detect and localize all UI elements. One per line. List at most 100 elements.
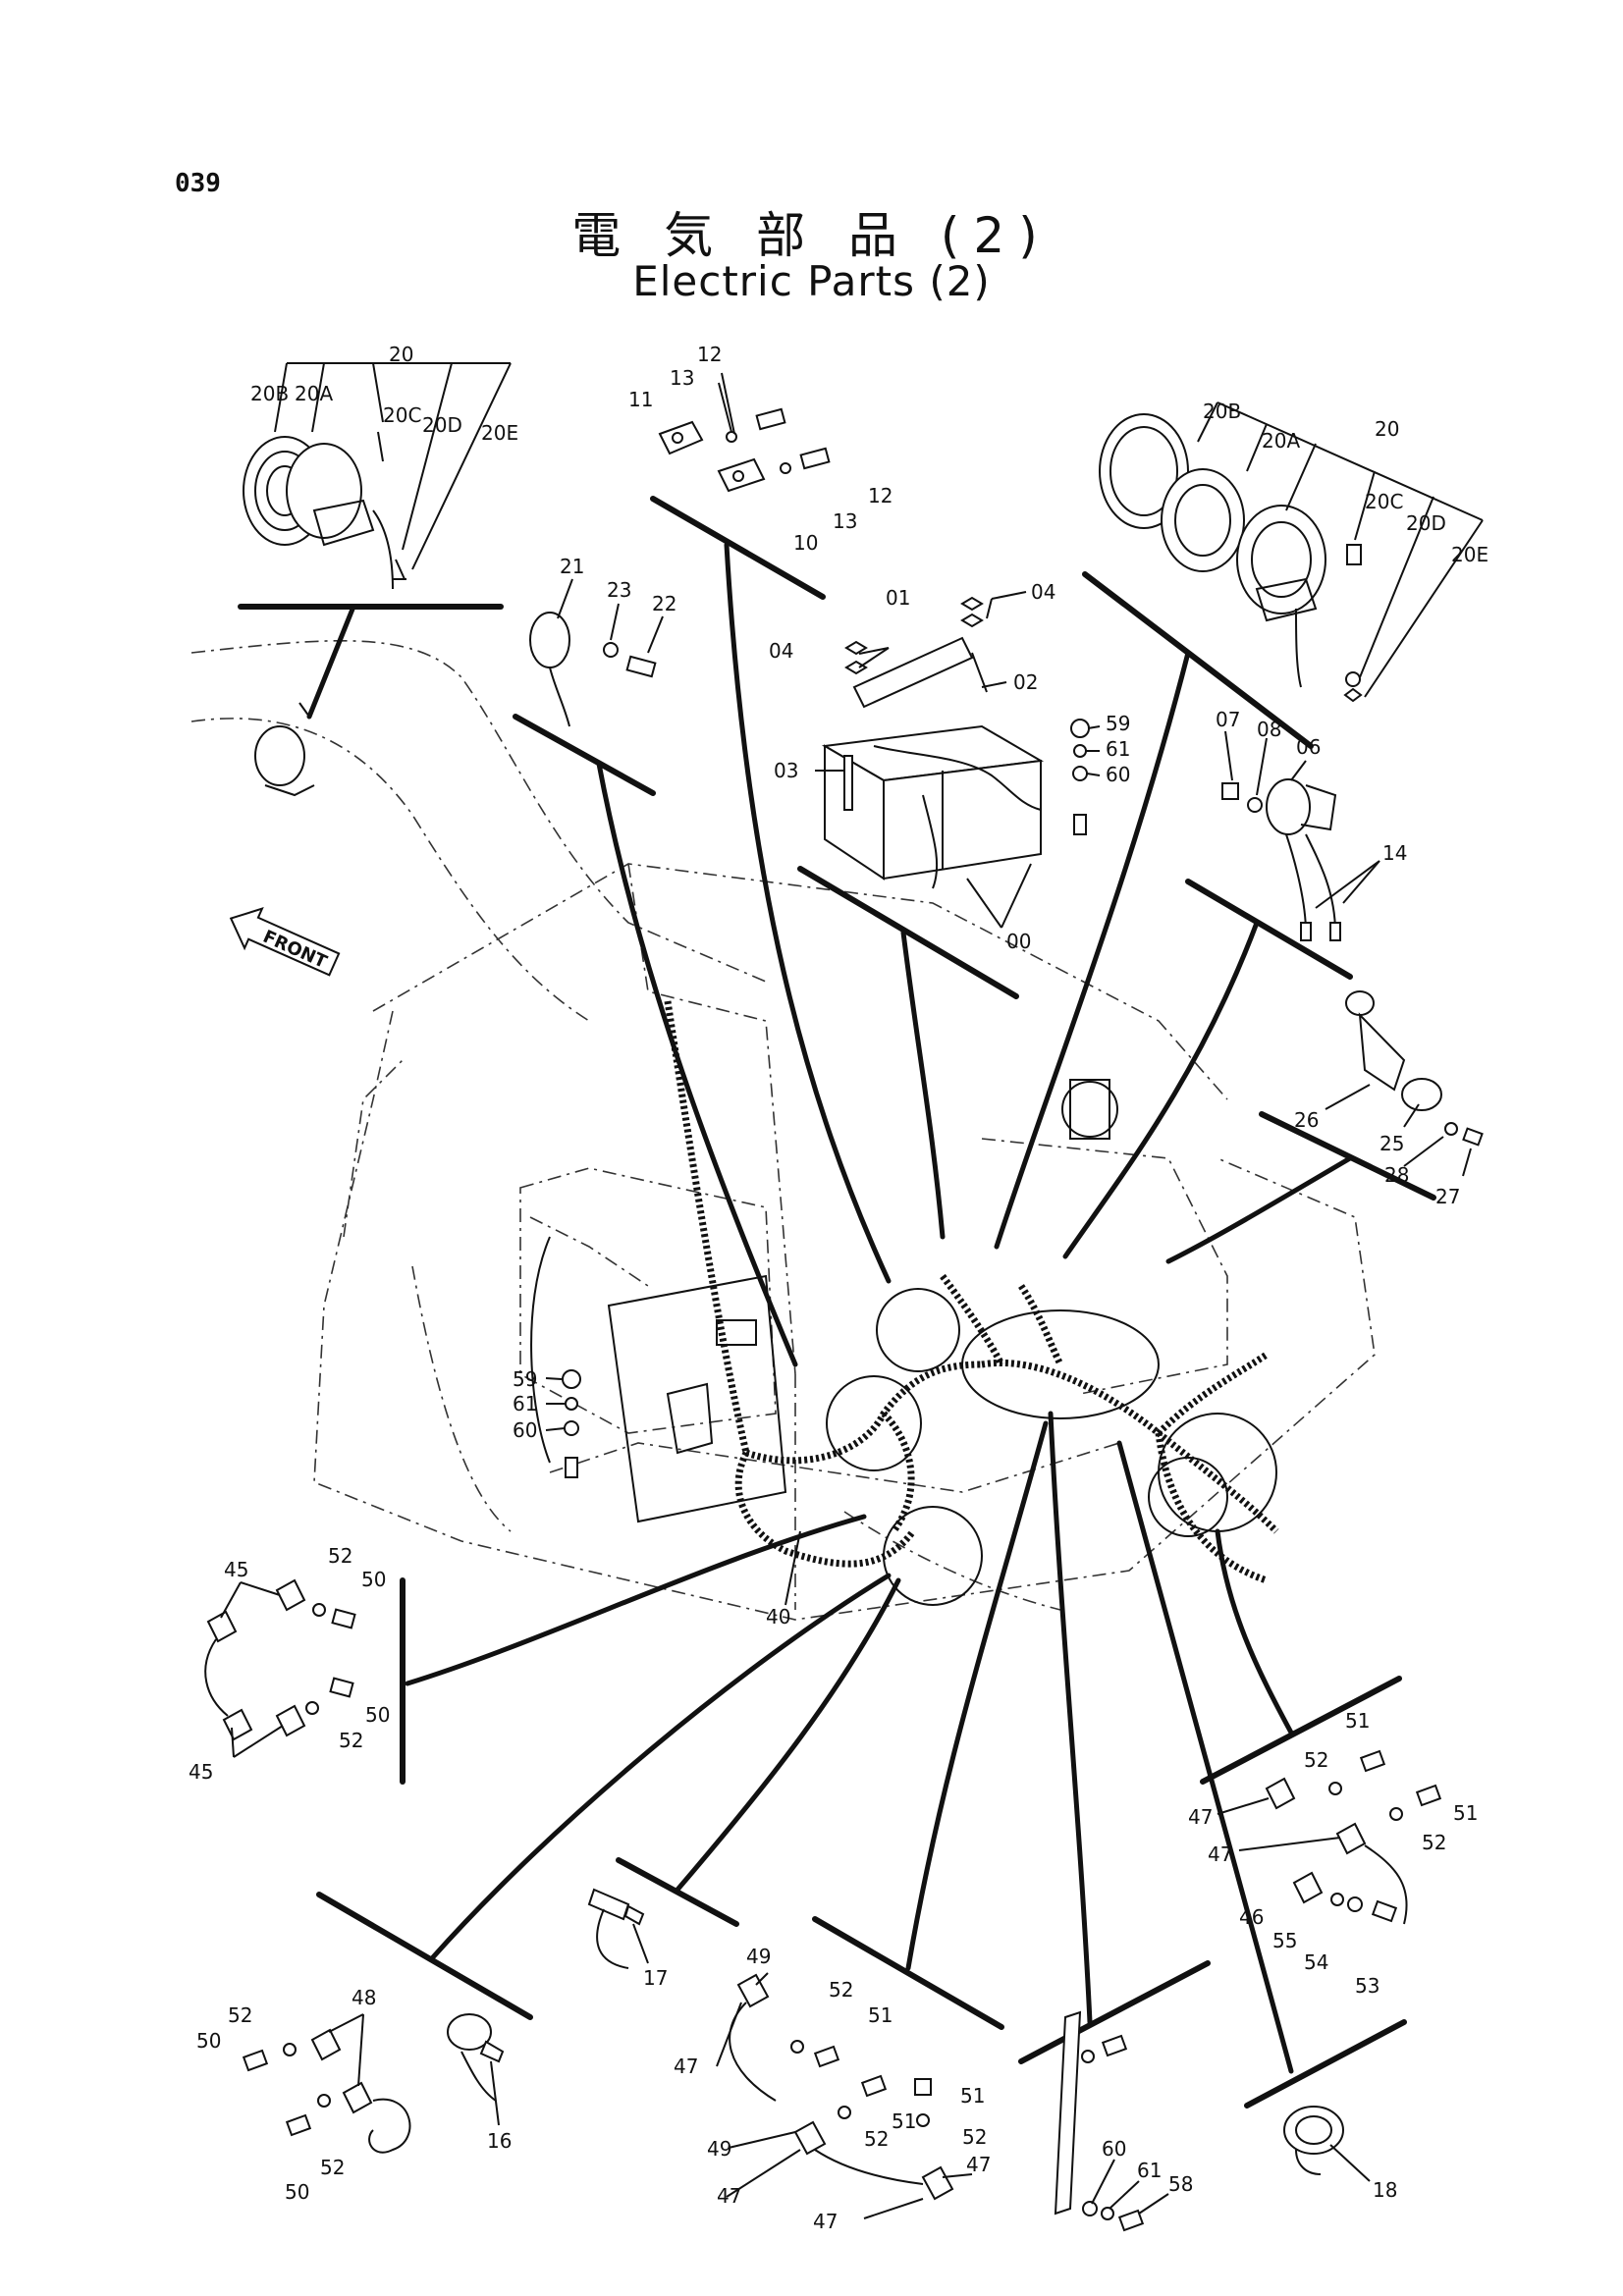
callout-52-i: 52: [864, 2127, 889, 2151]
callout-13-a: 13: [670, 366, 694, 390]
relay-06-assembly: 07 08 06 14: [1216, 708, 1407, 941]
callout-52-b: 52: [339, 1729, 363, 1752]
callout-04-a: 04: [1031, 580, 1055, 604]
callout-20-left: 20: [389, 343, 413, 366]
clamp-group-right: 51 52 47 51 52 47 46 55 54 53: [1188, 1709, 1478, 1998]
fuse-holder-assembly: 12 13 11 12 13 10: [628, 343, 893, 555]
callout-20E-right: 20E: [1451, 543, 1488, 566]
callout-52-c: 52: [1304, 1748, 1328, 1772]
callout-51-c: 51: [868, 2003, 893, 2027]
callout-26: 26: [1294, 1108, 1319, 1132]
callout-51-e: 51: [892, 2109, 916, 2133]
callout-07: 07: [1216, 708, 1240, 731]
callout-47-a: 47: [1188, 1805, 1213, 1829]
callout-06: 06: [1296, 735, 1321, 759]
callout-23: 23: [607, 578, 631, 602]
wire-harness: [664, 1000, 1279, 1584]
callout-49-a: 49: [746, 1945, 771, 1968]
callout-20C-left: 20C: [383, 403, 421, 427]
switch-21-assembly: 21 23 22: [529, 555, 676, 727]
sensor-17-assembly: 17: [587, 1888, 668, 1990]
callout-46: 46: [1239, 1905, 1264, 1929]
callout-59-battery: 59: [1106, 712, 1130, 735]
callout-50-d: 50: [285, 2180, 309, 2204]
callout-47-b: 47: [1208, 1842, 1232, 1866]
callout-20D-left: 20D: [422, 413, 462, 437]
clamp-group-bottom-left: 52 48 50 50 52: [196, 1986, 411, 2204]
callout-11: 11: [628, 388, 653, 411]
callout-61-left: 61: [513, 1392, 537, 1415]
horn-right-assembly: 20B 20A 20 20C 20D 20E: [1099, 400, 1488, 703]
callout-50-a: 50: [361, 1568, 386, 1591]
callout-60-battery: 60: [1106, 763, 1130, 786]
callout-21: 21: [560, 555, 584, 578]
callout-45-b: 45: [189, 1760, 213, 1784]
page-number: 039: [175, 169, 221, 198]
clamp-group-bottom-middle: 49 52 51 47 51 51 52 49 52 47 47 47: [674, 1945, 991, 2233]
callout-47-e: 47: [717, 2184, 741, 2208]
callout-00: 00: [1006, 930, 1031, 953]
sender-26-assembly: 26 25 28 27: [1294, 990, 1484, 1208]
sensor-18-assembly: 18: [1283, 2106, 1397, 2202]
callout-45-a: 45: [224, 1558, 248, 1581]
callout-59-left: 59: [513, 1367, 537, 1391]
ground-strap-assembly: 60 61 58: [1054, 2010, 1193, 2232]
callout-51-a: 51: [1345, 1709, 1370, 1733]
callout-02: 02: [1013, 670, 1038, 694]
callout-20-right: 20: [1375, 417, 1399, 441]
callout-51-b: 51: [1453, 1801, 1478, 1825]
callout-20D-right: 20D: [1406, 511, 1446, 535]
callout-20A-right: 20A: [1262, 429, 1300, 453]
page-title-english: Electric Parts (2): [632, 257, 991, 305]
callout-61-strap: 61: [1137, 2159, 1162, 2182]
horn-left-assembly: 20 20B 20A 20C 20D 20E: [243, 343, 518, 797]
callout-20B-right: 20B: [1203, 400, 1241, 423]
callout-48: 48: [352, 1986, 376, 2009]
page-title-japanese: 電 気 部 品 (2): [571, 207, 1052, 264]
callout-47-d: 47: [966, 2153, 991, 2176]
callout-52-d: 52: [1422, 1831, 1446, 1854]
callout-20E-left: 20E: [481, 421, 518, 445]
callout-54: 54: [1304, 1950, 1328, 1974]
callout-04-b: 04: [769, 639, 793, 663]
callout-01: 01: [886, 586, 910, 610]
callout-40-harness: 40: [766, 1605, 790, 1629]
callout-47-c: 47: [674, 2055, 698, 2078]
callout-52-e: 52: [228, 2003, 252, 2027]
callout-08: 08: [1257, 718, 1281, 741]
callout-16: 16: [487, 2129, 512, 2153]
terminal-hardware-left: 59 61 60: [513, 1367, 581, 1478]
callout-61-battery: 61: [1106, 737, 1130, 761]
callout-60-left: 60: [513, 1418, 537, 1442]
callout-22: 22: [652, 592, 676, 615]
callout-52-h: 52: [962, 2125, 987, 2149]
callout-55: 55: [1272, 1929, 1297, 1952]
callout-18: 18: [1373, 2178, 1397, 2202]
callout-52-a: 52: [328, 1544, 352, 1568]
machine-outline: [190, 639, 1376, 1621]
callout-03: 03: [774, 759, 798, 782]
callout-20C-right: 20C: [1365, 490, 1403, 513]
callout-49-b: 49: [707, 2137, 731, 2161]
callout-52-g: 52: [829, 1978, 853, 2002]
callout-60-strap: 60: [1102, 2137, 1126, 2161]
callout-25: 25: [1380, 1132, 1404, 1155]
callout-53: 53: [1355, 1974, 1380, 1998]
callout-27: 27: [1435, 1185, 1460, 1208]
callout-12-a: 12: [697, 343, 722, 366]
callout-14: 14: [1382, 841, 1407, 865]
callout-58: 58: [1168, 2172, 1193, 2196]
callout-20A-left: 20A: [295, 382, 333, 405]
callout-28: 28: [1384, 1163, 1409, 1187]
callout-12-b: 12: [868, 484, 893, 507]
leader-lines: [238, 496, 1436, 2109]
callout-50-b: 50: [365, 1703, 390, 1727]
callout-17: 17: [643, 1966, 668, 1990]
sensor-16-assembly: 16: [447, 2013, 512, 2153]
callout-20B-left: 20B: [250, 382, 289, 405]
front-direction-sign: FRONT: [229, 907, 341, 977]
clamp-group-left: 45 52 50 50 52 45: [189, 1544, 390, 1784]
battery-assembly: 01 04 04 02 03 00 59 61 60: [769, 580, 1130, 953]
